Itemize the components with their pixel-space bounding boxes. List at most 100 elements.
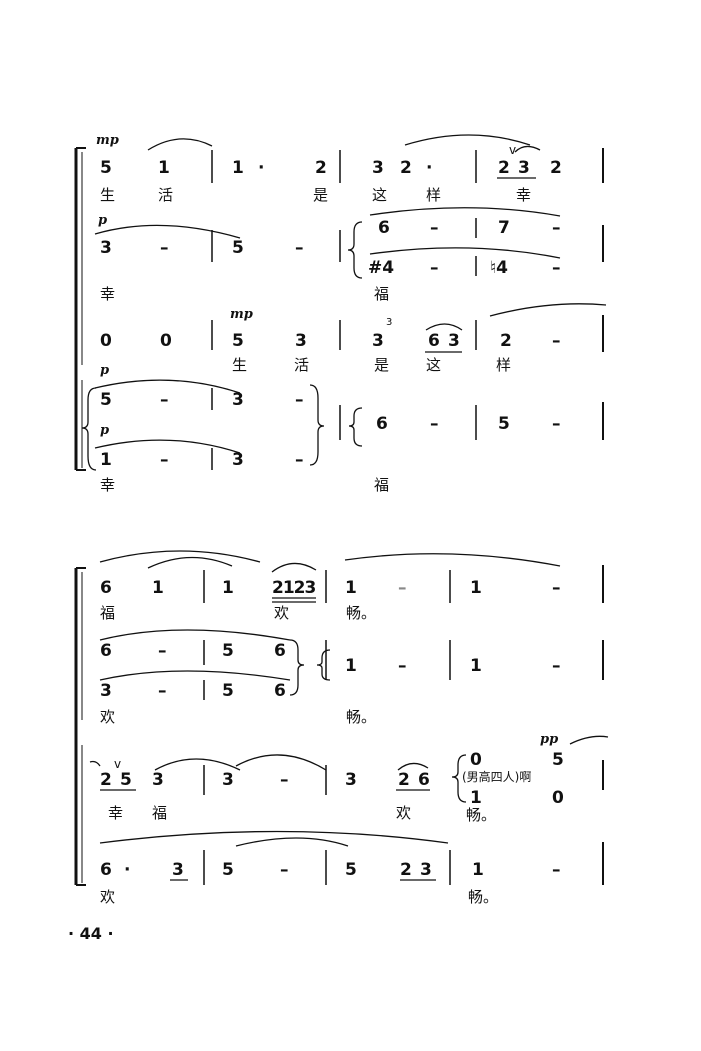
note: 5 bbox=[222, 681, 234, 701]
lyric: 畅。 bbox=[346, 708, 377, 726]
note: 5 bbox=[222, 641, 234, 661]
note: 3 bbox=[345, 770, 357, 790]
note-dot: · bbox=[426, 158, 433, 178]
lyric: 福 bbox=[152, 804, 168, 822]
lyric: 这 bbox=[372, 186, 388, 204]
note: 3 bbox=[518, 158, 530, 178]
note: – bbox=[160, 450, 169, 470]
note: 1 bbox=[345, 578, 357, 598]
page-number: · 44 · bbox=[68, 924, 114, 943]
note: 1 bbox=[232, 158, 244, 178]
note: 3 bbox=[172, 860, 184, 880]
note: – bbox=[158, 681, 167, 701]
note: – bbox=[430, 414, 439, 434]
lyric: 福 bbox=[100, 604, 116, 622]
note: 3 bbox=[152, 770, 164, 790]
note: 3 bbox=[420, 860, 432, 880]
note: #4 bbox=[368, 258, 395, 278]
lyric: 幸 bbox=[108, 804, 124, 822]
note: 1 bbox=[470, 578, 482, 598]
note: – bbox=[280, 860, 289, 880]
note-group: 2123 bbox=[272, 578, 316, 598]
lyric: 欢 bbox=[100, 888, 116, 906]
lyric: 欢 bbox=[396, 804, 412, 822]
dynamic-marking: pp bbox=[540, 732, 559, 747]
dynamic-marking: p bbox=[98, 213, 108, 228]
note: 1 bbox=[470, 788, 482, 808]
note-dot: · bbox=[258, 158, 265, 178]
note: – bbox=[158, 641, 167, 661]
lyric: 是 bbox=[313, 186, 329, 204]
note: 3 bbox=[232, 390, 244, 410]
note: 2 bbox=[550, 158, 562, 178]
note: – bbox=[552, 860, 561, 880]
lyric: 是 bbox=[374, 356, 390, 374]
lyric: 福 bbox=[374, 285, 390, 303]
note: – bbox=[552, 258, 561, 278]
note: 0 bbox=[160, 331, 172, 351]
note: 5 bbox=[222, 860, 234, 880]
lyric: 生 bbox=[232, 356, 248, 374]
note: – bbox=[552, 331, 561, 351]
note: – bbox=[160, 238, 169, 258]
note: 6 bbox=[100, 578, 112, 598]
note: 6 bbox=[100, 860, 112, 880]
note: 2 bbox=[500, 331, 512, 351]
lyric: 活 bbox=[294, 356, 310, 374]
note: 6 bbox=[100, 641, 112, 661]
note: 5 bbox=[100, 158, 112, 178]
note: 5 bbox=[120, 770, 132, 790]
lyric: 欢 bbox=[274, 604, 290, 622]
note: 1 bbox=[152, 578, 164, 598]
note: 6 bbox=[428, 331, 440, 351]
lyric: 这 bbox=[426, 356, 442, 374]
note: 2 bbox=[400, 860, 412, 880]
note: 3 bbox=[222, 770, 234, 790]
lyric: 畅。 bbox=[466, 806, 497, 824]
breath-mark: v bbox=[509, 143, 517, 157]
note: 6 bbox=[378, 218, 390, 238]
lyric: 活 bbox=[158, 186, 174, 204]
dynamic-marking: p bbox=[100, 423, 110, 438]
note: 1 bbox=[470, 656, 482, 676]
lyric: 样 bbox=[496, 356, 512, 374]
note: – bbox=[430, 218, 439, 238]
note: 1 bbox=[472, 860, 484, 880]
note: 2 bbox=[100, 770, 112, 790]
note: 3 bbox=[232, 450, 244, 470]
note: 1 bbox=[158, 158, 170, 178]
note: 3 bbox=[295, 331, 307, 351]
note: – bbox=[552, 414, 561, 434]
note: 6 bbox=[376, 414, 388, 434]
lyric: 样 bbox=[426, 186, 442, 204]
note: – bbox=[160, 390, 169, 410]
note: ♮4 bbox=[490, 258, 508, 278]
note: – bbox=[280, 770, 289, 790]
note: 3 bbox=[100, 238, 112, 258]
dynamic-marking: mp bbox=[230, 307, 253, 322]
note: 6 bbox=[418, 770, 430, 790]
lyric: 幸 bbox=[100, 476, 116, 494]
note: 1 bbox=[345, 656, 357, 676]
lyric: 畅。 bbox=[346, 604, 377, 622]
lyric: 幸 bbox=[516, 186, 532, 204]
dynamic-marking: mp bbox=[96, 133, 119, 148]
note-dot: · bbox=[124, 860, 131, 880]
note: 5 bbox=[100, 390, 112, 410]
part-label: (男高四人)啊 bbox=[462, 770, 532, 784]
note: 5 bbox=[232, 238, 244, 258]
lyric: 幸 bbox=[100, 285, 116, 303]
note: – bbox=[552, 218, 561, 238]
lyric: 畅。 bbox=[468, 888, 499, 906]
note: – bbox=[430, 258, 439, 278]
lyric: 福 bbox=[374, 476, 390, 494]
note: 2 bbox=[400, 158, 412, 178]
note: 1 bbox=[222, 578, 234, 598]
note: – bbox=[552, 578, 561, 598]
note: – bbox=[295, 238, 304, 258]
note: 0 bbox=[470, 750, 482, 770]
note: – bbox=[295, 450, 304, 470]
note: 0 bbox=[552, 788, 564, 808]
note: – bbox=[552, 656, 561, 676]
